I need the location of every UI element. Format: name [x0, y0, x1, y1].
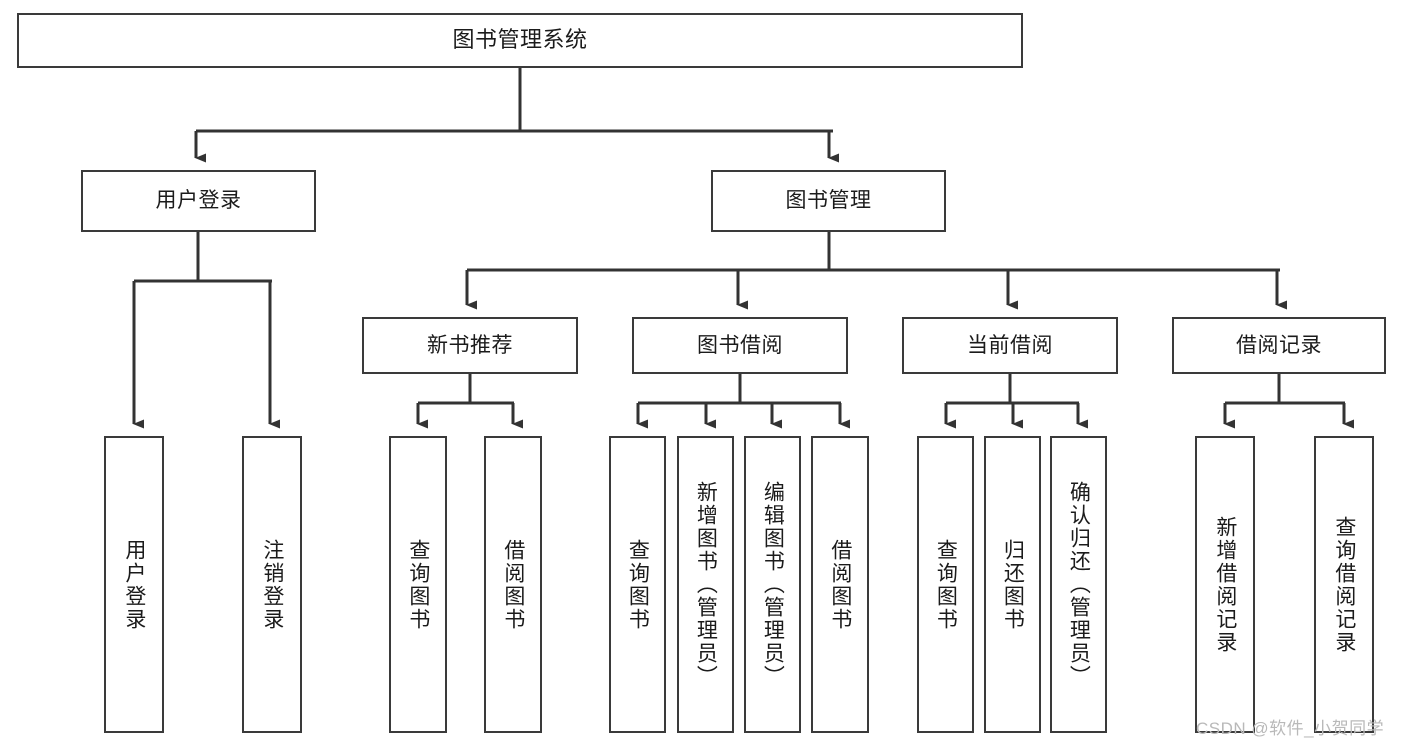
leaf-label: 确认归还（管理员） [1067, 481, 1091, 688]
node-user-login[interactable]: 用户登录 [81, 170, 316, 232]
node-book-borrow[interactable]: 图书借阅 [632, 317, 848, 374]
leaf-label: 借阅图书 [828, 538, 852, 631]
leaf-label: 注销登录 [260, 538, 284, 631]
leaf-label: 新增图书（管理员） [694, 481, 718, 688]
leaf-edit-book-admin[interactable]: 编辑图书（管理员） [744, 436, 801, 733]
csdn-watermark: CSDN @软件_小贺同学 [1196, 719, 1385, 738]
leaf-user-login[interactable]: 用户登录 [104, 436, 164, 733]
leaf-add-book-admin[interactable]: 新增图书（管理员） [677, 436, 734, 733]
leaf-label: 用户登录 [122, 538, 146, 631]
leaf-return-book[interactable]: 归还图书 [984, 436, 1041, 733]
leaf-query-book-cb[interactable]: 查询图书 [917, 436, 974, 733]
node-current-borrow[interactable]: 当前借阅 [902, 317, 1118, 374]
node-new-book-recommend[interactable]: 新书推荐 [362, 317, 578, 374]
leaf-add-borrow-record[interactable]: 新增借阅记录 [1195, 436, 1255, 733]
leaf-label: 归还图书 [1001, 538, 1025, 631]
leaf-query-book-nb[interactable]: 查询图书 [389, 436, 447, 733]
leaf-label: 编辑图书（管理员） [761, 481, 785, 688]
leaf-label: 新增借阅记录 [1213, 515, 1237, 654]
leaf-label: 查询图书 [626, 538, 650, 631]
leaf-label: 借阅图书 [501, 538, 525, 631]
node-book-management[interactable]: 图书管理 [711, 170, 946, 232]
leaf-label: 查询图书 [934, 538, 958, 631]
leaf-confirm-return-admin[interactable]: 确认归还（管理员） [1050, 436, 1107, 733]
node-borrow-record[interactable]: 借阅记录 [1172, 317, 1386, 374]
leaf-query-borrow-record[interactable]: 查询借阅记录 [1314, 436, 1374, 733]
leaf-label: 查询借阅记录 [1332, 515, 1356, 654]
leaf-label: 查询图书 [406, 538, 430, 631]
leaf-query-book-bb[interactable]: 查询图书 [609, 436, 666, 733]
leaf-borrow-book-bb[interactable]: 借阅图书 [811, 436, 869, 733]
leaf-logout[interactable]: 注销登录 [242, 436, 302, 733]
leaf-borrow-book-nb[interactable]: 借阅图书 [484, 436, 542, 733]
node-root-system[interactable]: 图书管理系统 [17, 13, 1023, 68]
